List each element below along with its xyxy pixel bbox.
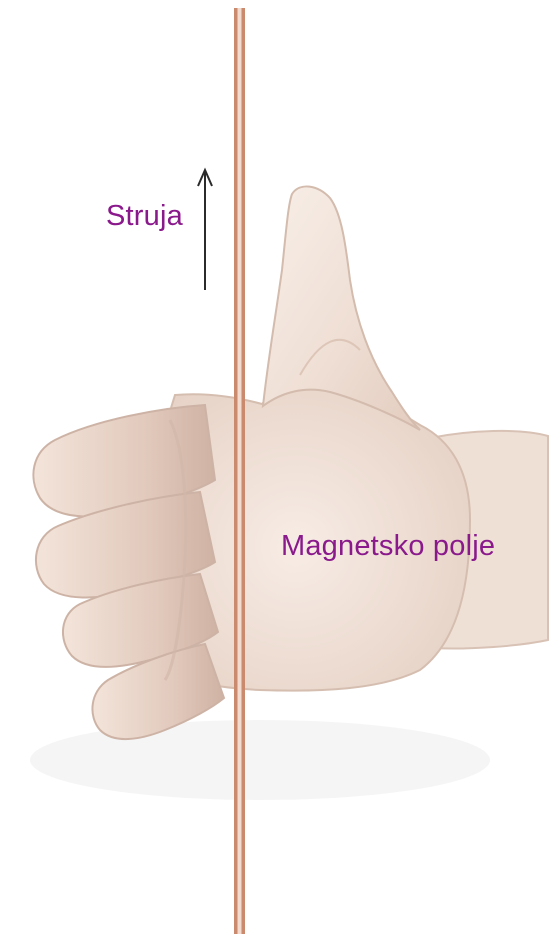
hand-thumb	[263, 186, 420, 430]
hand-shadow	[30, 720, 490, 800]
wire	[234, 8, 245, 934]
current-label: Struja	[106, 200, 183, 233]
arrow-up-icon	[198, 170, 212, 290]
magnetic-field-label: Magnetsko polje	[281, 530, 495, 563]
hand-icon	[33, 186, 548, 739]
